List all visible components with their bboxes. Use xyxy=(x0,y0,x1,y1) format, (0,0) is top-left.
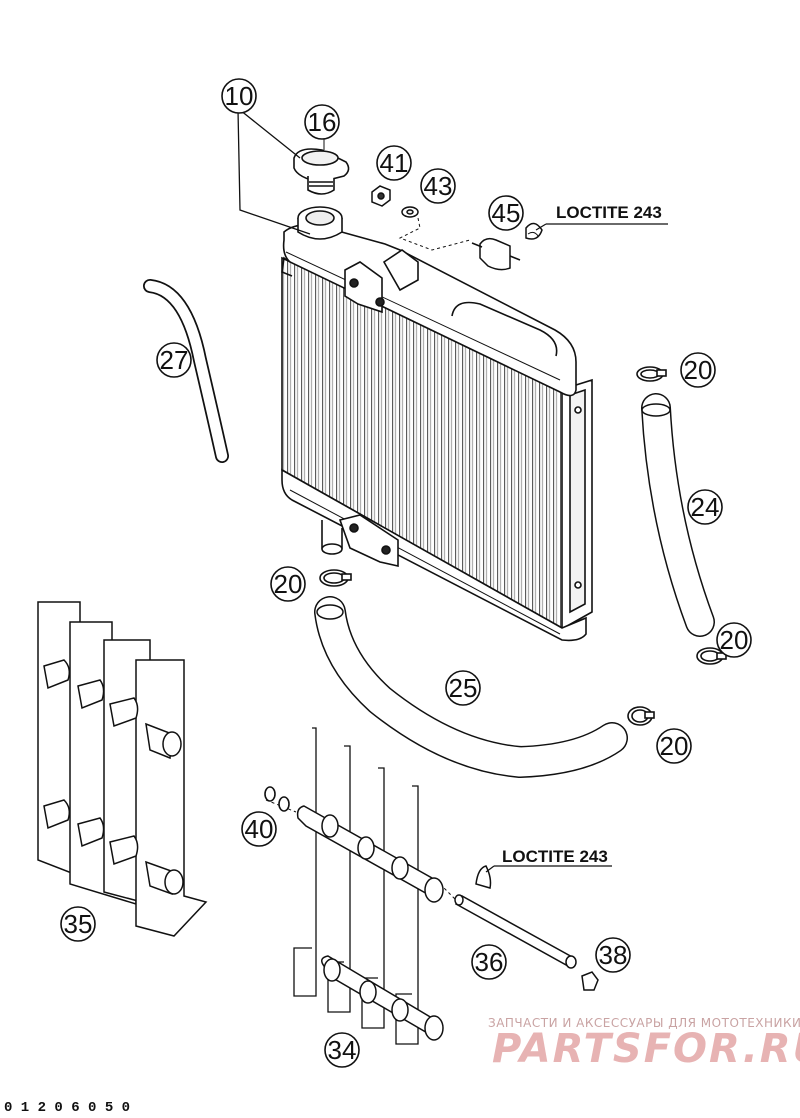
loctite-text-top: LOCTITE 243 xyxy=(556,203,662,222)
callout-5: 27 xyxy=(156,342,192,378)
callout-12: 40 xyxy=(241,811,277,847)
callout-10: 20 xyxy=(716,622,752,658)
callout-number: 20 xyxy=(684,355,713,385)
callout-number: 36 xyxy=(475,947,504,977)
watermark-tagline: ЗАПЧАСТИ И АКСЕССУАРЫ ДЛЯ МОТОТЕХНИКИ xyxy=(488,1016,800,1030)
callout-labels: 10 16 41 43 45 27 20 24 20 25 20 20 40 35 36 38 34 xyxy=(60,78,752,1068)
callout-7: 24 xyxy=(687,489,723,525)
callout-number: 34 xyxy=(328,1035,357,1065)
callout-11: 20 xyxy=(656,728,692,764)
callout-4: 45 xyxy=(488,195,524,231)
watermark-brand: PARTSFOR.RU xyxy=(492,1026,800,1072)
callout-9: 25 xyxy=(445,670,481,706)
callout-6: 20 xyxy=(680,352,716,388)
loctite-label-top: LOCTITE 243 xyxy=(535,203,668,231)
callout-number: 45 xyxy=(492,198,521,228)
callout-number: 35 xyxy=(64,909,93,939)
callout-number: 20 xyxy=(660,731,689,761)
catalog-number: 0 1 2 0 6 0 5 0 xyxy=(4,1100,131,1116)
hose-clamps xyxy=(319,366,727,726)
o-rings xyxy=(264,786,290,812)
radiator xyxy=(281,206,593,642)
callout-number: 40 xyxy=(245,814,274,844)
loctite-label-bottom: LOCTITE 243 xyxy=(485,847,612,873)
rod-and-screw xyxy=(454,865,599,991)
callout-number: 27 xyxy=(160,345,189,375)
callout-2: 41 xyxy=(376,145,412,181)
callout-number: 41 xyxy=(380,148,409,178)
callout-16: 34 xyxy=(324,1032,360,1068)
callout-1: 16 xyxy=(304,104,340,140)
callout-number: 10 xyxy=(225,81,254,111)
callout-number: 25 xyxy=(449,673,478,703)
callout-13: 35 xyxy=(60,906,96,942)
guard-set-35 xyxy=(37,601,208,937)
callout-number: 24 xyxy=(691,492,720,522)
callout-14: 36 xyxy=(471,944,507,980)
loctite-text-bottom: LOCTITE 243 xyxy=(502,847,608,866)
callout-number: 38 xyxy=(599,940,628,970)
callout-number: 20 xyxy=(720,625,749,655)
hardware-small xyxy=(371,185,543,271)
callout-3: 43 xyxy=(420,168,456,204)
callout-number: 20 xyxy=(274,569,303,599)
callout-0: 10 xyxy=(221,78,257,114)
callout-number: 16 xyxy=(308,107,337,137)
callout-15: 38 xyxy=(595,937,631,973)
radiator-cap xyxy=(293,148,350,195)
guard-set-34 xyxy=(293,727,444,1045)
callout-number: 43 xyxy=(424,171,453,201)
callout-8: 20 xyxy=(270,566,306,602)
